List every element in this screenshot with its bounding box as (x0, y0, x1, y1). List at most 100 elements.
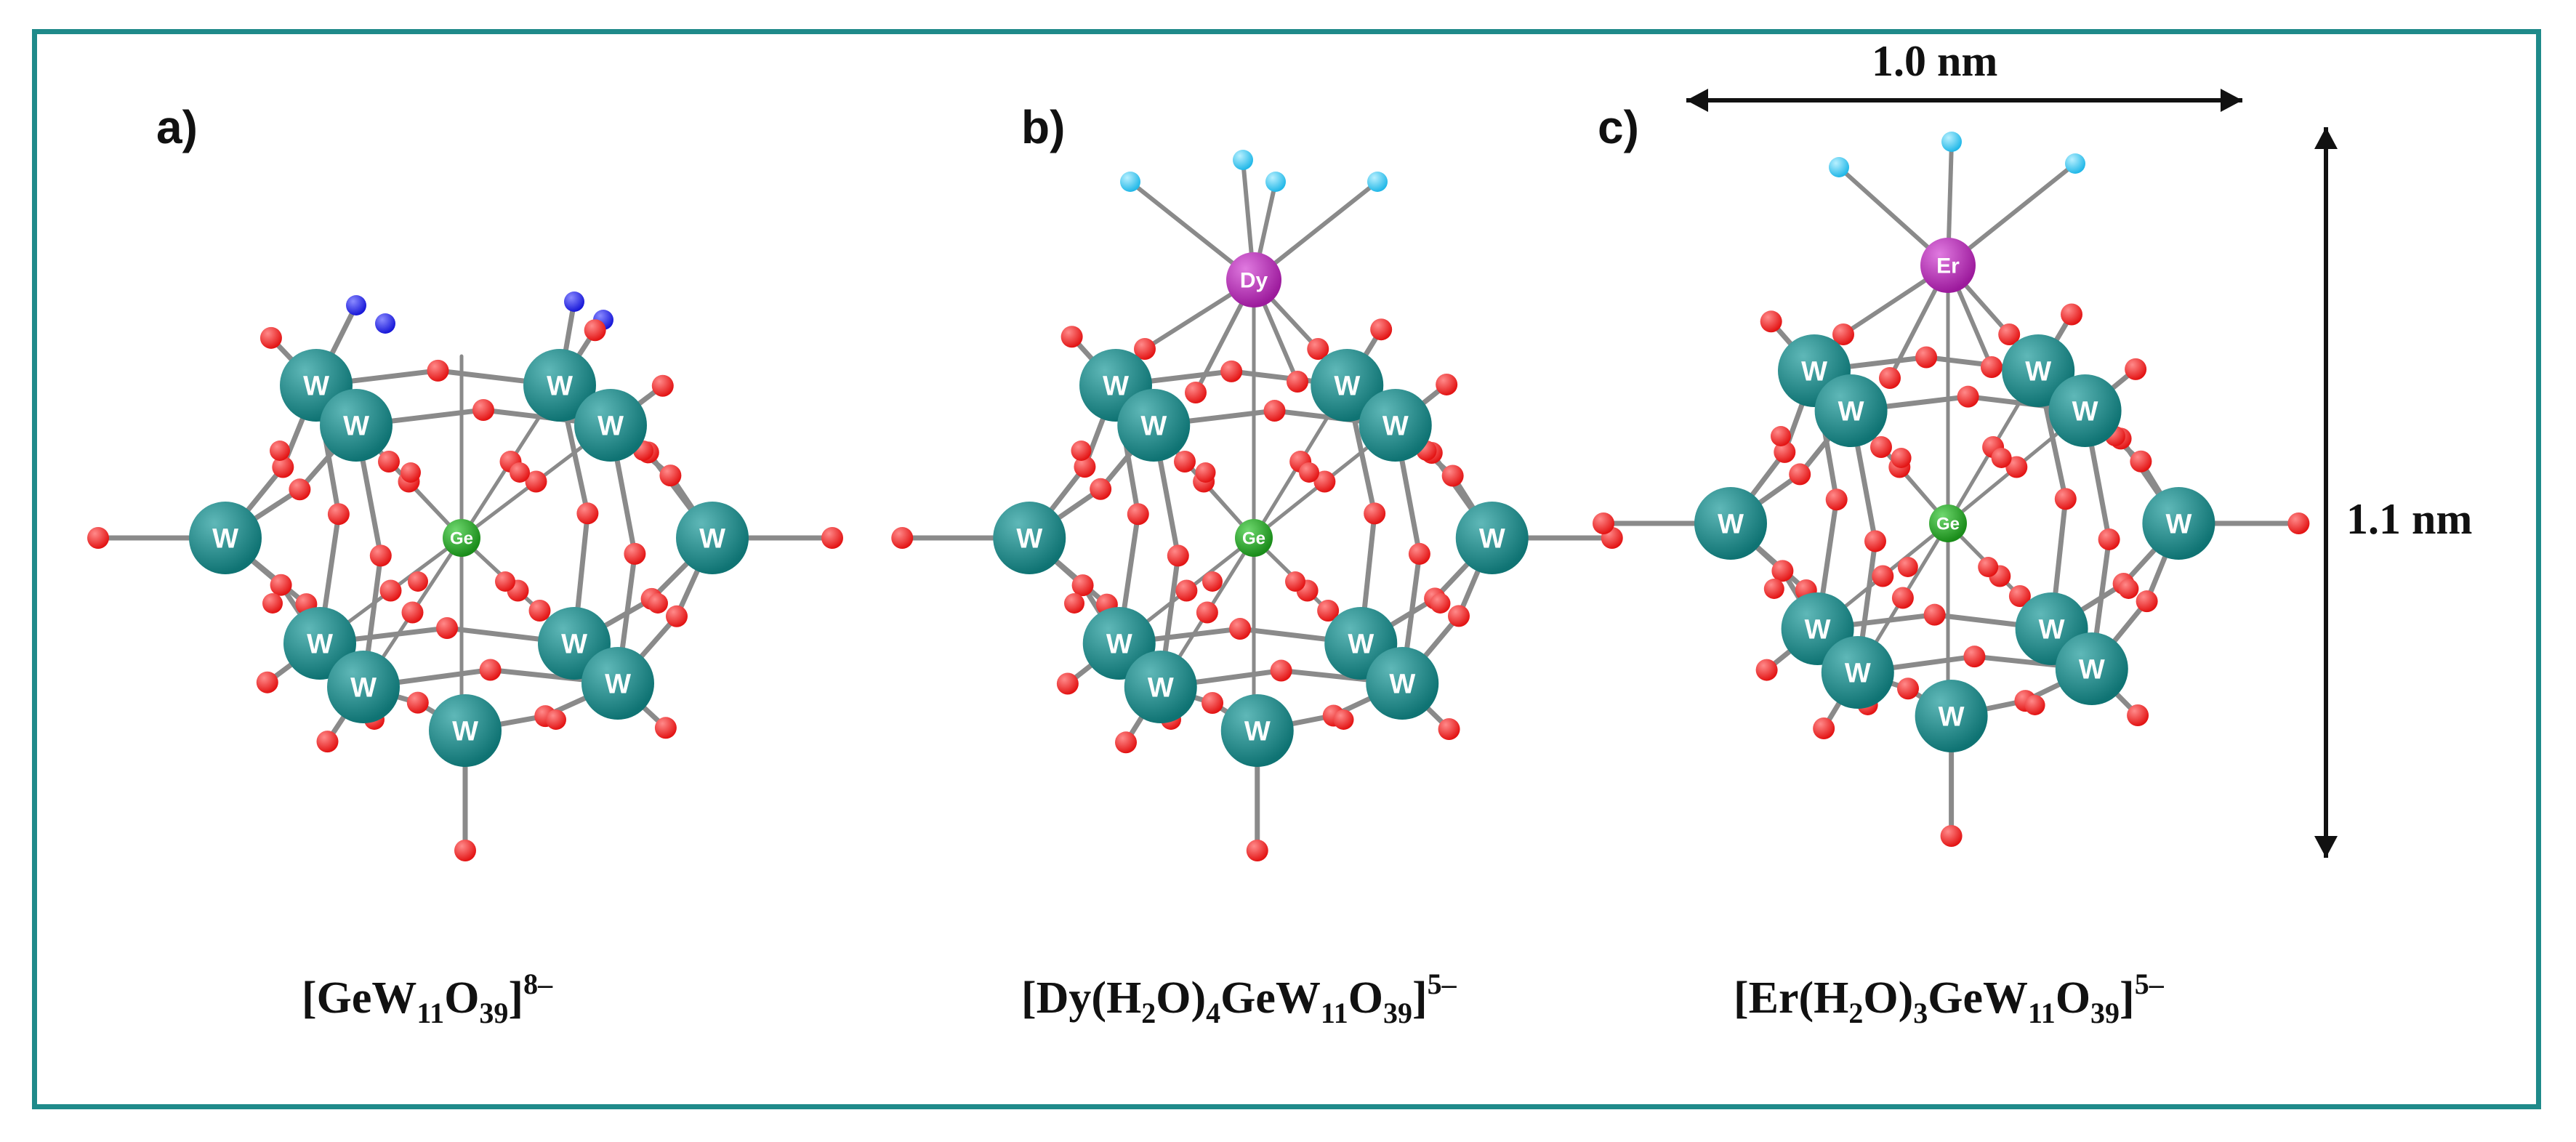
oxygen-atom (1879, 367, 1901, 389)
oxygen-atom (2061, 303, 2083, 326)
tungsten-atom: W (1311, 349, 1384, 422)
tungsten-atom-label: W (597, 411, 624, 441)
oxygen-atom (1991, 448, 2012, 468)
germanium-atom-label: Ge (1242, 528, 1265, 548)
tungsten-atom-label: W (1348, 629, 1374, 659)
oxygen-atom (1175, 579, 1198, 602)
tungsten-atom: W (189, 502, 262, 574)
oxygen-atom (1185, 382, 1207, 403)
oxygen-atom (1287, 371, 1308, 393)
oxygen-atom (1771, 426, 1791, 446)
tungsten-atom: W (1220, 694, 1294, 767)
oxygen-atom (525, 470, 547, 493)
oxygen-atom (1832, 323, 1854, 345)
oxygen-atom (87, 527, 109, 549)
tungsten-atom-label: W (1718, 509, 1744, 539)
oxygen-atom (1071, 441, 1092, 461)
tungsten-atom-label: W (1838, 396, 1864, 427)
oxygen-atom (584, 319, 606, 342)
tungsten-atom-label: W (1801, 356, 1827, 387)
oxygen-atom (576, 502, 599, 525)
water-oxygen (1233, 150, 1253, 170)
tungsten-atom-label: W (1845, 658, 1871, 688)
height-dimension-label: 1.1 nm (2346, 495, 2473, 543)
panel-b-label: b) (1021, 101, 1066, 153)
tungsten-atom: W (574, 389, 647, 462)
oxygen-atom (1998, 323, 2021, 345)
tungsten-atom: W (1814, 374, 1888, 447)
water-oxygen (2065, 153, 2085, 174)
tungsten-atom-label: W (605, 669, 631, 699)
tungsten-atom: W (1366, 647, 1439, 720)
oxygen-atom (1202, 571, 1223, 592)
oxygen-atom (427, 359, 449, 382)
oxygen-atom (2098, 528, 2120, 550)
oxygen-atom (272, 456, 294, 478)
oxygen-atom (408, 571, 428, 592)
oxygen-atom (259, 326, 282, 349)
oxygen-atom (1090, 478, 1112, 500)
oxygen-atom (1134, 338, 1156, 360)
oxygen-atom (1891, 587, 1914, 609)
tungsten-atom-label: W (547, 371, 573, 401)
oxygen-atom (2008, 585, 2031, 607)
oxygen-atom (1864, 530, 1886, 552)
tungsten-atom-label: W (2072, 396, 2098, 427)
oxygen-atom (1115, 731, 1138, 754)
oxygen-atom (1891, 448, 1912, 468)
oxygen-atom (1760, 310, 1782, 333)
water-oxygen (1265, 172, 1286, 192)
tungsten-atom-label: W (699, 523, 725, 554)
oxygen-atom (1923, 603, 1946, 626)
oxygen-atom (1064, 593, 1084, 614)
oxygen-atom (648, 593, 668, 614)
oxygen-atom (1981, 356, 2003, 378)
width-dimension-label: 1.0 nm (1872, 37, 1998, 85)
tungsten-atom: W (1821, 636, 1894, 709)
oxygen-atom (1448, 605, 1470, 627)
tungsten-atom-label: W (307, 629, 333, 659)
oxygen-atom (1127, 503, 1149, 526)
tungsten-atom: W (2142, 487, 2215, 560)
oxygen-atom (1825, 488, 1848, 511)
tungsten-atom-label: W (1244, 716, 1271, 747)
oxygen-atom (1963, 646, 1986, 668)
oxygen-atom (1370, 318, 1393, 341)
oxygen-atom (1789, 463, 1811, 486)
tungsten-atom-label: W (1106, 629, 1132, 659)
oxygen-atom (406, 691, 429, 714)
oxygen-atom (1270, 659, 1292, 682)
water-oxygen (375, 313, 395, 334)
tungsten-atom: W (676, 502, 749, 574)
tungsten-atom-label: W (1140, 411, 1167, 441)
tungsten-atom: W (1124, 651, 1197, 723)
oxygen-atom (1408, 542, 1430, 565)
water-oxygen (1941, 132, 1962, 152)
oxygen-atom (1167, 544, 1189, 567)
tungsten-atom: W (993, 502, 1066, 574)
oxygen-atom (1441, 465, 1464, 487)
oxygen-atom (2127, 704, 2149, 726)
oxygen-atom (1196, 601, 1218, 624)
oxygen-atom (1195, 462, 1216, 483)
oxygen-atom (1897, 557, 1918, 577)
oxygen-atom (454, 840, 476, 861)
water-oxygen (564, 291, 584, 312)
oxygen-atom (1438, 717, 1460, 740)
oxygen-atom (2125, 358, 2147, 380)
oxygen-atom (401, 601, 424, 624)
oxygen-atom (1174, 451, 1196, 473)
oxygen-atom (369, 544, 392, 567)
water-oxygen (1120, 172, 1140, 192)
oxygen-atom (1317, 600, 1340, 622)
tungsten-atom-label: W (452, 716, 478, 747)
oxygen-atom (1593, 512, 1614, 534)
water-oxygen (1367, 172, 1388, 192)
tungsten-atom: W (1359, 389, 1432, 462)
tungsten-atom: W (1455, 502, 1529, 574)
tungsten-atom-label: W (1805, 614, 1831, 645)
tungsten-atom-label: W (2025, 356, 2051, 387)
erbium-atom: Er (1920, 238, 1976, 293)
oxygen-atom (1813, 717, 1835, 739)
